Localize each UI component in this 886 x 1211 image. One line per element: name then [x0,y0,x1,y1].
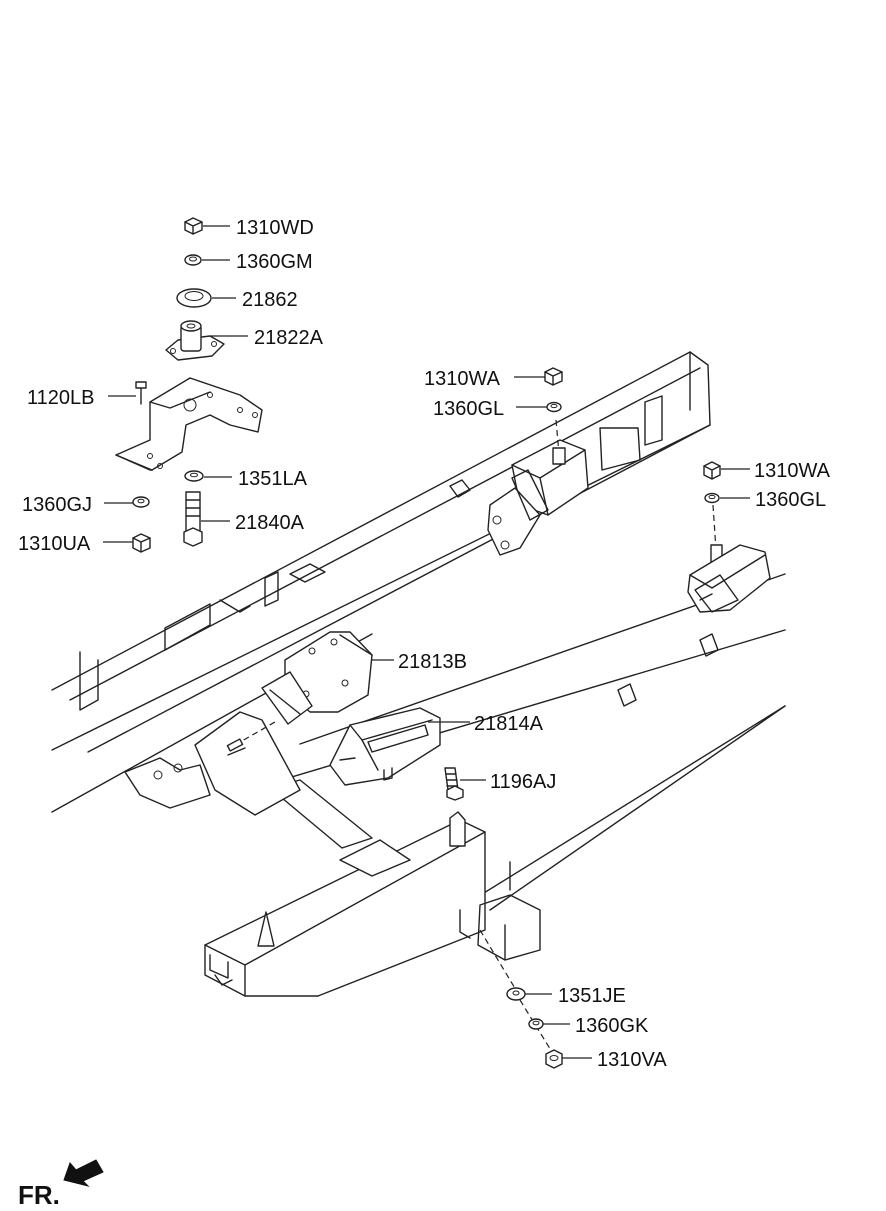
washer-1351je [506,987,526,1001]
callout-1310ua: 1310UA [18,533,91,555]
callout-1360gl-right: 1360GL [755,489,826,511]
callout-21862: 21862 [242,289,298,311]
callout-1351la: 1351LA [238,468,308,490]
callout-1360gl-upper: 1360GL [433,398,504,420]
nut-1310va [545,1049,563,1069]
bolt-1120lb [135,381,147,405]
callout-1196aj: 1196AJ [490,771,556,793]
insulator-21814a [329,707,441,786]
bushing-21822a [165,320,225,361]
front-label: FR. [18,1180,60,1210]
nut-1310wd [184,217,203,235]
leader-lines [103,225,750,1059]
washer-1360gj [132,496,150,508]
callout-21814a: 21814A [474,713,544,735]
insulator-upper-center [487,419,589,556]
washer-1360gk [528,1018,544,1030]
washer-1351la [184,470,204,482]
insulator-21813b [226,631,373,752]
callout-labels: 1310WD 1360GM 21862 21822A 1120LB 1351LA… [18,217,831,1071]
callout-1351je: 1351JE [558,985,626,1007]
bolt-21840a [183,491,203,547]
washer-1360gl-right [704,492,720,504]
bolt-1196aj [444,767,464,801]
callout-1310wa-upper: 1310WA [424,368,501,390]
callout-1120lb: 1120LB [27,387,94,409]
callout-1310wa-right: 1310WA [754,460,831,482]
frame-crossmember [124,711,541,997]
callout-21840a: 21840A [235,512,305,534]
callout-1310wd: 1310WD [236,217,314,239]
insulator-right [687,504,771,613]
nut-1310ua [132,533,151,553]
nut-1310wa-right [703,461,721,480]
callout-21813b: 21813B [398,651,467,673]
callout-21822a: 21822A [254,327,324,349]
washer-1360gl-upper [546,401,562,413]
front-indicator: FR. [18,1159,104,1210]
bracket-mount [115,377,263,471]
nut-1310wa-upper [544,367,563,386]
callout-1360gm: 1360GM [236,251,313,273]
washer-1360gm [184,254,202,266]
callout-1360gj: 1360GJ [22,494,92,516]
callout-1310va: 1310VA [597,1049,667,1071]
front-arrow-icon [63,1159,104,1187]
spacer-21862 [176,288,212,308]
callout-1360gk: 1360GK [575,1015,649,1037]
